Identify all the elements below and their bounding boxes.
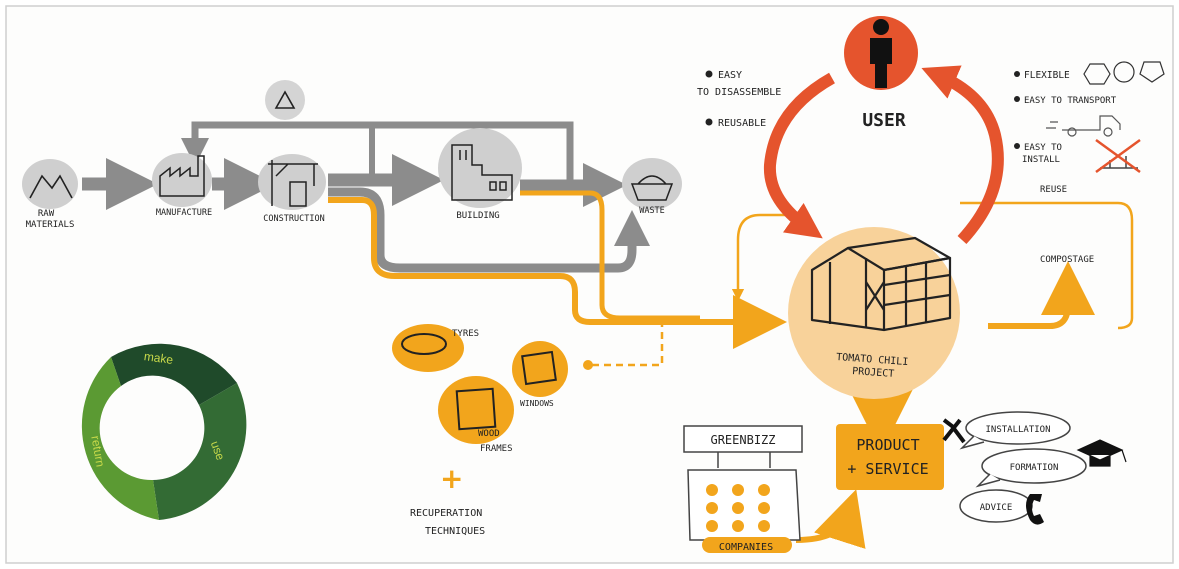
window-icon: [521, 350, 557, 386]
label-frames: FRAMES: [480, 444, 513, 454]
user-label: USER: [862, 110, 906, 131]
crane-icon: [268, 160, 318, 207]
service-installation: INSTALLATION: [985, 425, 1050, 435]
building-icon: [451, 144, 513, 201]
company-dots: [706, 484, 770, 532]
no-tools-icon: [1095, 138, 1141, 174]
mountain-icon: [29, 174, 73, 199]
label-raw-1: RAW: [38, 209, 55, 219]
reuse-label: REUSE: [1040, 185, 1067, 195]
node-raw-materials: RAW MATERIALS: [22, 159, 78, 230]
companies-highlight: [702, 537, 792, 553]
service-label: + SERVICE: [847, 460, 928, 478]
parts-dashed-link: [592, 325, 664, 367]
node-waste: WASTE: [622, 158, 682, 216]
parts-link-dot: [583, 360, 593, 370]
label-manufacture: MANUFACTURE: [156, 208, 212, 218]
node-construction: CONSTRUCTION: [258, 154, 326, 224]
label-recup-2: TECHNIQUES: [425, 526, 485, 537]
note-transport: EASY TO TRANSPORT: [1024, 96, 1117, 106]
service-formation: FORMATION: [1010, 463, 1059, 473]
linear-chain: [82, 121, 650, 273]
greenbizz-label: GREENBIZZ: [710, 433, 775, 447]
node-manufacture: MANUFACTURE: [152, 153, 212, 218]
label-recup-1: RECUPERATION: [410, 508, 482, 519]
note-install: INSTALL: [1022, 155, 1060, 165]
note-disassemble: TO DISASSEMBLE: [697, 87, 781, 98]
label-building: BUILDING: [456, 211, 499, 221]
service-advice: ADVICE: [980, 503, 1013, 513]
orange-flow-construction-to-project: [328, 197, 787, 349]
greenbizz-node: GREENBIZZ COMPANIES: [683, 425, 803, 553]
product-service-box: [836, 424, 944, 490]
wood-frame-icon: [455, 387, 497, 431]
user-right-notes: FLEXIBLE EASY TO TRANSPORT EASY TO INSTA…: [1014, 61, 1165, 174]
label-raw-2: MATERIALS: [26, 220, 75, 230]
cycle-label-return: return: [88, 435, 107, 468]
arrow-construction-to-waste: [328, 187, 650, 273]
companies-label: COMPANIES: [719, 542, 773, 553]
bubble-formation: [981, 448, 1087, 484]
project-label-1: TOMATO CHILI: [836, 352, 909, 368]
note-reusable: REUSABLE: [718, 118, 766, 129]
user-node: USER: [844, 16, 918, 131]
label-windows: WINDOWS: [520, 399, 554, 408]
tools-icon: [942, 418, 966, 444]
cycle-label-use: use: [208, 439, 228, 462]
reuse-loop-right: [960, 201, 1134, 330]
greenbizz-building-icon: [687, 469, 801, 541]
bubble-installation: [965, 411, 1071, 445]
parts-group: TYRES WINDOWS WOOD FRAMES + RECUPERATION…: [392, 324, 568, 537]
graduation-cap-icon: [1076, 439, 1127, 467]
return-loop-arrow: [181, 121, 574, 185]
shapes-icon: [1083, 61, 1165, 85]
node-building: BUILDING: [438, 128, 522, 221]
project-node: TOMATO CHILI PROJECT: [788, 227, 960, 399]
bin-icon: [630, 175, 674, 201]
cycle-segment-return: [81, 357, 159, 520]
label-waste: WASTE: [639, 206, 665, 216]
product-label: PRODUCT: [856, 436, 919, 454]
cycle-segment-use: [153, 383, 247, 520]
label-construction: CONSTRUCTION: [263, 214, 324, 224]
reuse-loop: [731, 213, 805, 302]
product-service-node: PRODUCT + SERVICE: [836, 424, 944, 490]
user-head: [873, 19, 889, 35]
companies-to-product-arrow: [795, 489, 866, 549]
note-easy: EASY: [718, 70, 742, 81]
plus-sign: +: [440, 462, 463, 495]
user-red-arrow-right: [921, 65, 1004, 245]
label-tyres: TYRES: [452, 329, 479, 339]
user-red-arrow-left: [763, 72, 835, 239]
note-flexible: FLEXIBLE: [1024, 70, 1070, 81]
note-easy-to: EASY TO: [1024, 143, 1062, 153]
phone-icon: [1026, 494, 1044, 525]
project-label-2: PROJECT: [852, 366, 895, 380]
recycle-node: [265, 80, 305, 120]
label-wood: WOOD: [478, 429, 500, 439]
cycle-label-make: make: [143, 349, 174, 367]
user-icon: [870, 38, 892, 88]
truck-icon: [1046, 115, 1121, 137]
compost-arrow: [988, 261, 1095, 329]
orange-flow-building-to-project: [520, 190, 700, 321]
user-left-notes: EASY TO DISASSEMBLE REUSABLE: [697, 70, 781, 129]
greenbizz-sign: [683, 425, 803, 453]
greenhouse-icon: [810, 236, 952, 332]
cycle-ring: make use return: [81, 343, 247, 520]
compostage-label: COMPOSTAGE: [1040, 255, 1094, 265]
services-group: INSTALLATION FORMATION ADVICE: [942, 411, 1127, 525]
cycle-segment-make: [111, 343, 237, 405]
factory-icon: [159, 155, 205, 197]
recycle-icon: [274, 90, 296, 109]
tyre-icon: [401, 333, 447, 355]
